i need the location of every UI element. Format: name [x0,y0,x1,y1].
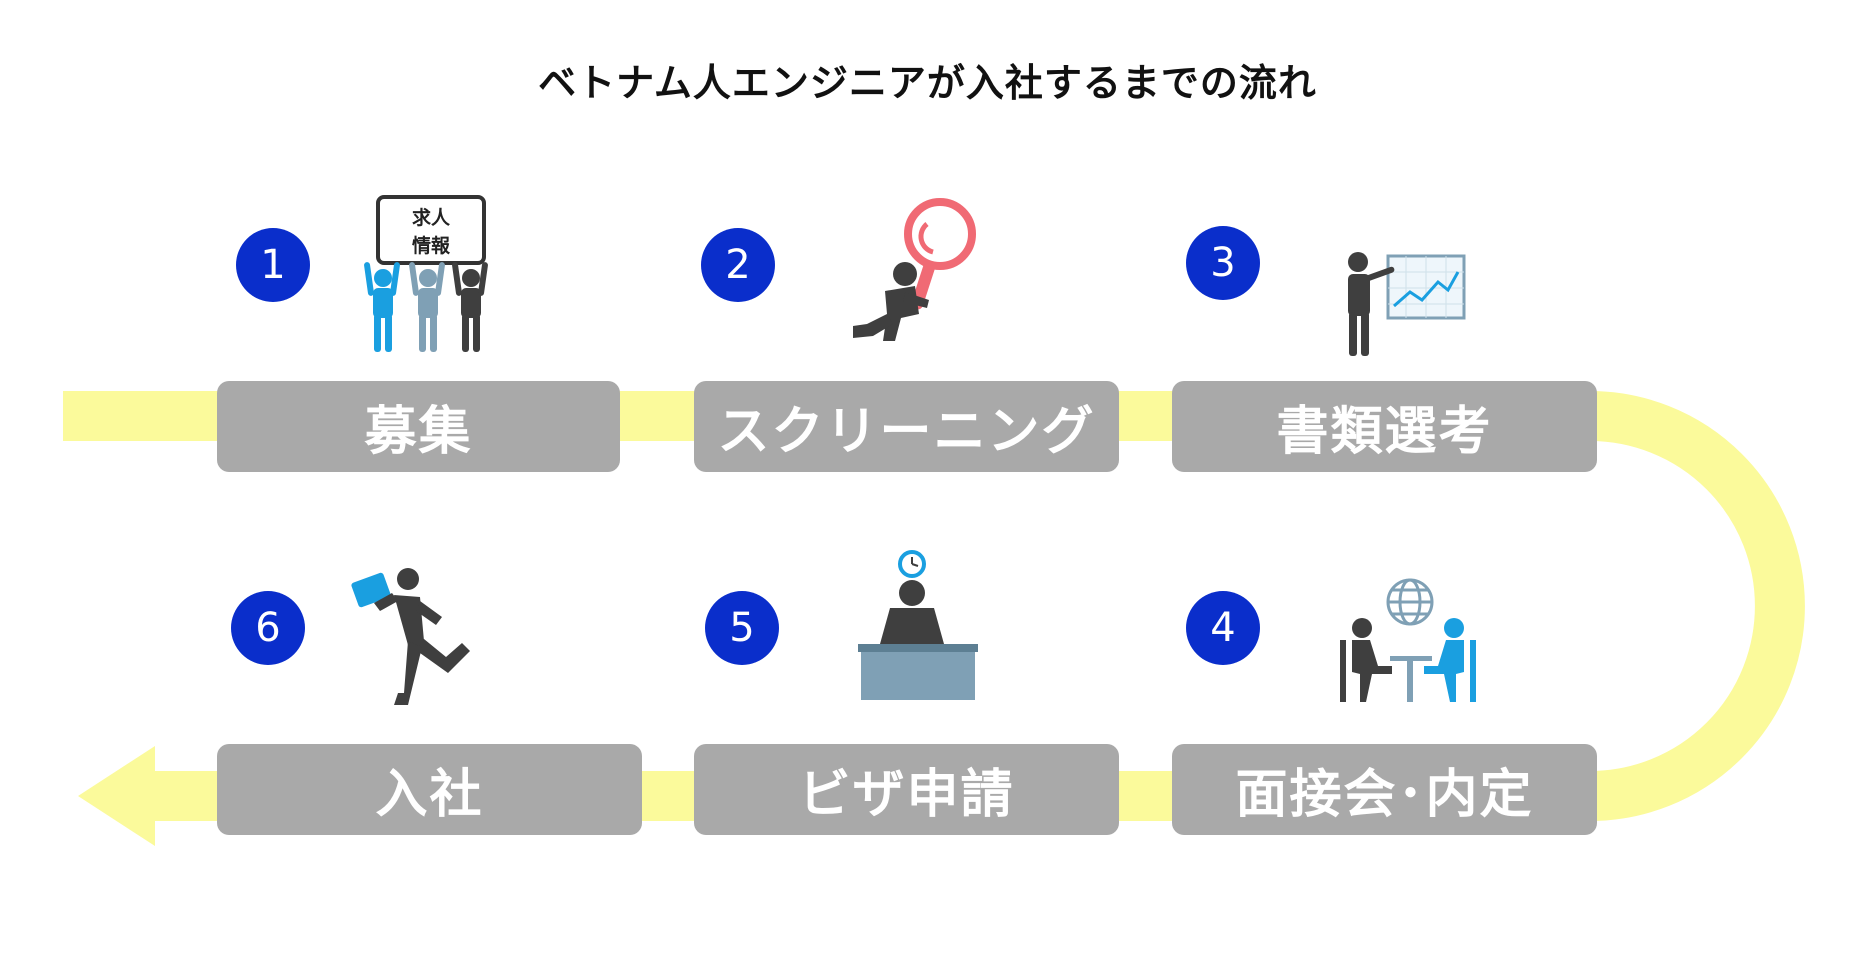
step-box-6: 入社 [217,744,642,835]
step-number-badge-4: 4 [1186,591,1260,665]
sign-line-1: 求人 [412,206,451,229]
step-box-1: 募集 [217,381,620,472]
step-number-badge-5: 5 [705,591,779,665]
job-posting-crowd-icon: 求人 情報 [358,194,498,354]
step-number-badge-1: 1 [236,228,310,302]
step-number-badge-2: 2 [701,228,775,302]
step-number-badge-3: 3 [1186,226,1260,300]
step-label: 募集 [364,402,473,462]
step-label: ビザ申請 [798,765,1015,825]
step-label: スクリーニング [717,402,1096,462]
step-box-3: 書類選考 [1172,381,1597,472]
desk-clock-icon [858,548,978,703]
running-person-icon [350,565,485,710]
step-box-4: 面接会･内定 [1172,744,1597,835]
sign-line-2: 情報 [412,234,451,257]
flow-path [63,391,1805,821]
step-label: 書類選考 [1276,402,1493,462]
step-box-5: ビザ申請 [694,744,1119,835]
presentation-chart-icon [1340,250,1470,360]
interview-globe-icon [1338,576,1478,706]
step-box-2: スクリーニング [694,381,1119,472]
step-label: 面接会･内定 [1235,765,1534,825]
page-title: ベトナム人エンジニアが入社するまでの流れ [538,61,1317,105]
magnifier-search-icon [845,196,985,346]
step-label: 入社 [375,765,484,825]
flow-arrow-head [78,746,155,846]
step-number-badge-6: 6 [231,591,305,665]
